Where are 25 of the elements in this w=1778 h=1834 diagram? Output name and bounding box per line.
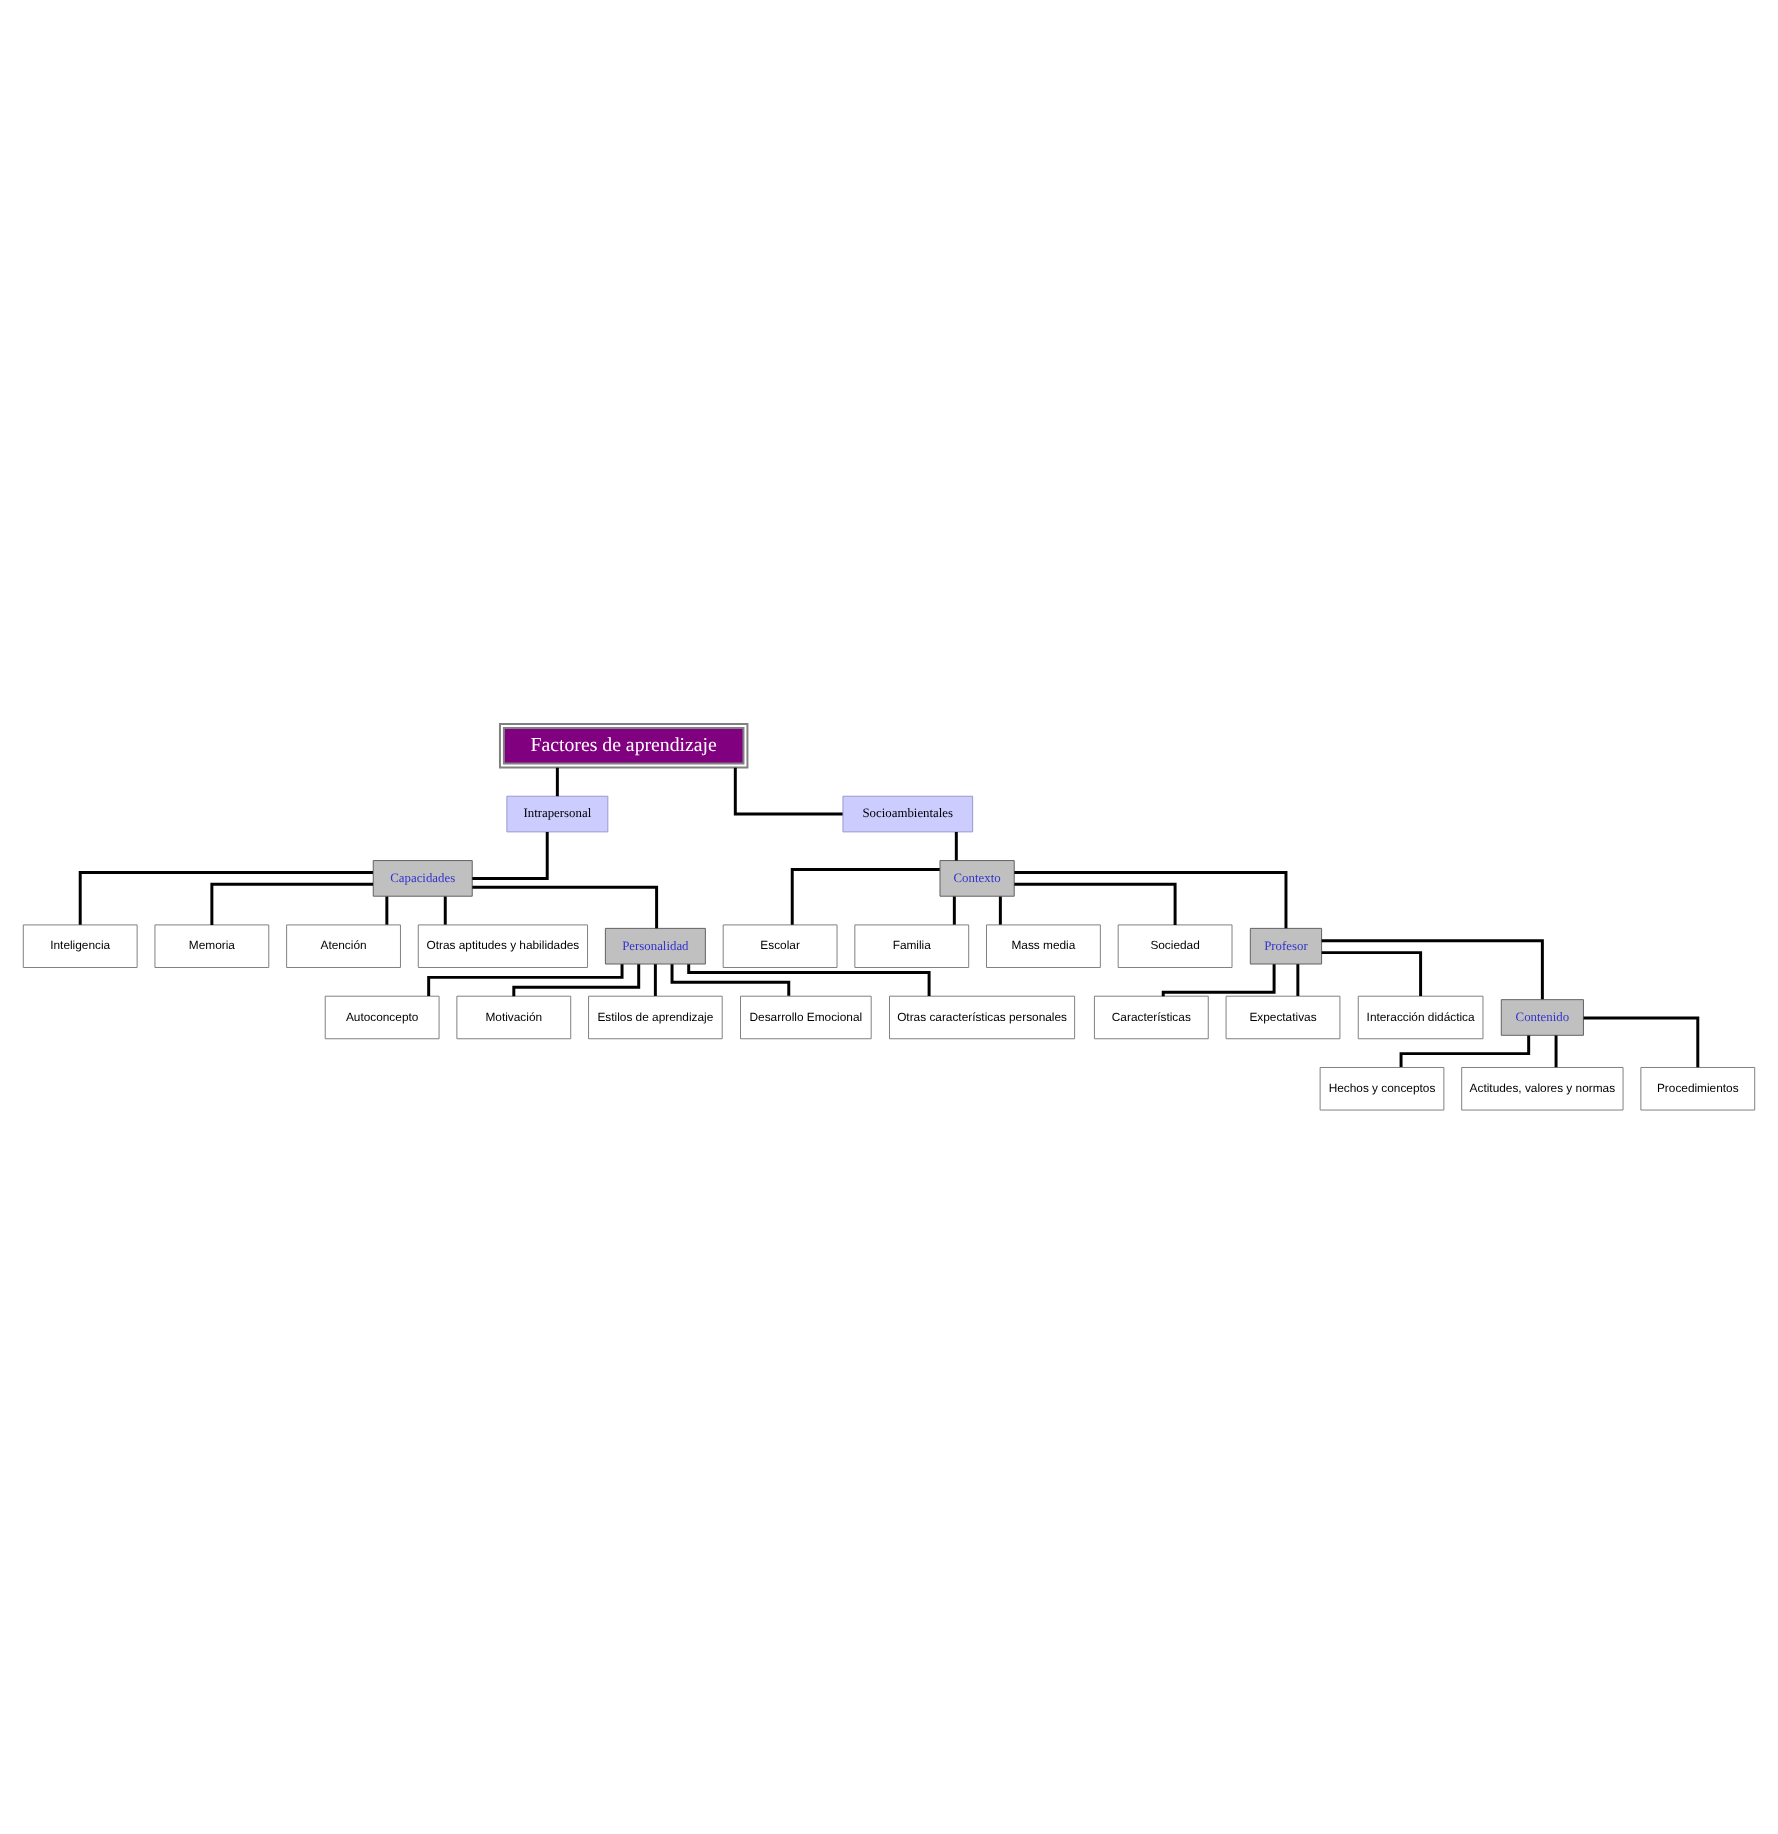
connector xyxy=(210,882,374,925)
connector xyxy=(790,868,940,925)
connector xyxy=(653,964,657,996)
connector xyxy=(512,964,641,997)
connector xyxy=(78,870,373,925)
connector xyxy=(670,964,791,996)
connector xyxy=(555,767,559,797)
connector xyxy=(1583,1016,1700,1068)
connector xyxy=(1399,1035,1531,1068)
connector xyxy=(952,896,956,925)
connector xyxy=(443,896,447,925)
connector xyxy=(733,767,843,816)
connector xyxy=(385,896,389,925)
connector xyxy=(1554,1035,1558,1068)
connector xyxy=(998,896,1002,925)
connector xyxy=(427,964,624,997)
connector xyxy=(472,831,549,880)
connector xyxy=(1161,964,1276,997)
connector xyxy=(1321,951,1423,996)
connector xyxy=(954,831,958,861)
connector xyxy=(1014,870,1288,929)
connector xyxy=(1296,964,1300,996)
connector xyxy=(1321,939,1544,1000)
connector xyxy=(472,885,659,929)
connector xyxy=(1014,882,1177,925)
